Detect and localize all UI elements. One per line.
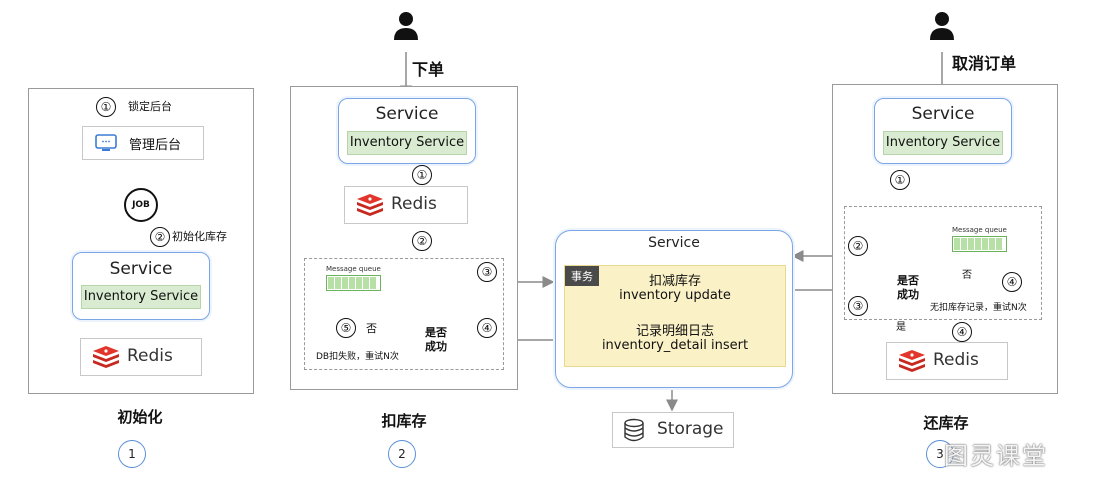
return-service-title: Service — [911, 104, 975, 124]
order-heading: 下单 — [412, 60, 445, 79]
queue-cells-icon — [326, 275, 381, 291]
init-redis-label: Redis — [127, 346, 173, 366]
return-no-label: 否 — [962, 270, 972, 281]
redis-icon — [91, 344, 121, 374]
database-icon — [623, 418, 645, 446]
storage-box[interactable]: Storage — [612, 412, 734, 448]
return-retry-note: 无扣库存记录，重试N次 — [930, 303, 1027, 313]
admin-label: 管理后台 — [129, 138, 182, 153]
return-step1-number: ① — [890, 170, 910, 190]
monitor-icon — [95, 134, 117, 156]
return-redis-label: Redis — [933, 350, 979, 370]
init-service-title: Service — [109, 259, 173, 279]
return-service-box[interactable]: Service Inventory Service — [874, 98, 1012, 164]
deduct-decision-line1: 是否 — [425, 326, 447, 339]
return-redis-box[interactable]: Redis — [886, 342, 1008, 380]
deduct-mq-title: Message queue — [326, 265, 381, 273]
deduct-decision-line2: 成功 — [425, 340, 447, 353]
center-service-box[interactable]: Service 事务 扣减库存 inventory update 记录明细日志 … — [555, 230, 793, 388]
return-yes-label: 是 — [896, 322, 906, 333]
return-message-queue: Message queue — [952, 226, 1007, 252]
storage-label: Storage — [657, 419, 724, 439]
deduct-step5-number: ⑤ — [336, 318, 356, 338]
init-step2-number: ② — [150, 227, 170, 247]
return-mq-title: Message queue — [952, 226, 1007, 234]
transaction-badge: 事务 — [565, 266, 599, 286]
init-step1-number: ① — [96, 97, 116, 117]
init-service-box[interactable]: Service Inventory Service — [72, 252, 210, 320]
cancel-heading: 取消订单 — [952, 54, 1017, 73]
init-step2-label: 初始化库存 — [172, 230, 227, 243]
center-line1: 扣减库存 — [648, 274, 701, 289]
user-icon-order — [392, 10, 420, 44]
return-step3-number: ③ — [848, 296, 868, 316]
deduct-title: 扣库存 — [381, 412, 427, 430]
init-inventory-service: Inventory Service — [81, 285, 201, 309]
deduct-service-box[interactable]: Service Inventory Service — [338, 98, 476, 164]
deduct-step3-number: ③ — [477, 262, 497, 282]
return-decision-line1: 是否 — [897, 274, 919, 287]
redis-icon — [897, 348, 927, 378]
deduct-redis-label: Redis — [391, 194, 437, 214]
return-step-number: 3 — [926, 440, 954, 468]
deduct-mq-area — [304, 258, 504, 370]
deduct-inventory-service: Inventory Service — [347, 131, 467, 155]
init-step1-label: 锁定后台 — [128, 100, 172, 113]
transaction-box: 事务 扣减库存 inventory update 记录明细日志 inventor… — [564, 265, 786, 367]
return-mq-area — [844, 206, 1042, 320]
deduct-step-number: 2 — [388, 440, 416, 468]
center-line4: inventory_detail insert — [601, 338, 749, 353]
user-icon-cancel — [928, 10, 956, 44]
deduct-step1-number: ① — [412, 165, 432, 185]
job-icon: JOB — [124, 188, 158, 222]
deduct-decision-text: 是否 成功 — [418, 326, 454, 354]
admin-box[interactable]: 管理后台 — [82, 126, 204, 160]
deduct-message-queue: Message queue — [326, 265, 381, 291]
init-title: 初始化 — [117, 408, 163, 426]
return-step4b-number: ④ — [952, 322, 972, 342]
return-decision-line2: 成功 — [897, 288, 919, 301]
return-title: 还库存 — [923, 414, 969, 432]
return-decision-text: 是否 成功 — [890, 274, 926, 302]
deduct-redis-box[interactable]: Redis — [344, 186, 468, 224]
watermark-text: 图灵课堂 — [944, 442, 1048, 470]
center-line2: inventory update — [619, 288, 731, 303]
return-step2-number: ② — [848, 236, 868, 256]
center-service-title: Service — [648, 235, 700, 251]
deduct-service-title: Service — [375, 104, 439, 124]
init-redis-box[interactable]: Redis — [80, 338, 202, 376]
center-line3: 记录明细日志 — [635, 324, 714, 339]
queue-cells-icon — [952, 236, 1007, 252]
return-inventory-service: Inventory Service — [883, 131, 1003, 155]
deduct-fail-note: DB扣失败，重试N次 — [316, 352, 399, 362]
deduct-step2-number: ② — [412, 231, 432, 251]
return-step4a-number: ④ — [1002, 272, 1022, 292]
deduct-no-label: 否 — [366, 322, 377, 335]
deduct-step4-number: ④ — [477, 318, 497, 338]
redis-icon — [355, 192, 385, 222]
init-step-number: 1 — [118, 440, 146, 468]
